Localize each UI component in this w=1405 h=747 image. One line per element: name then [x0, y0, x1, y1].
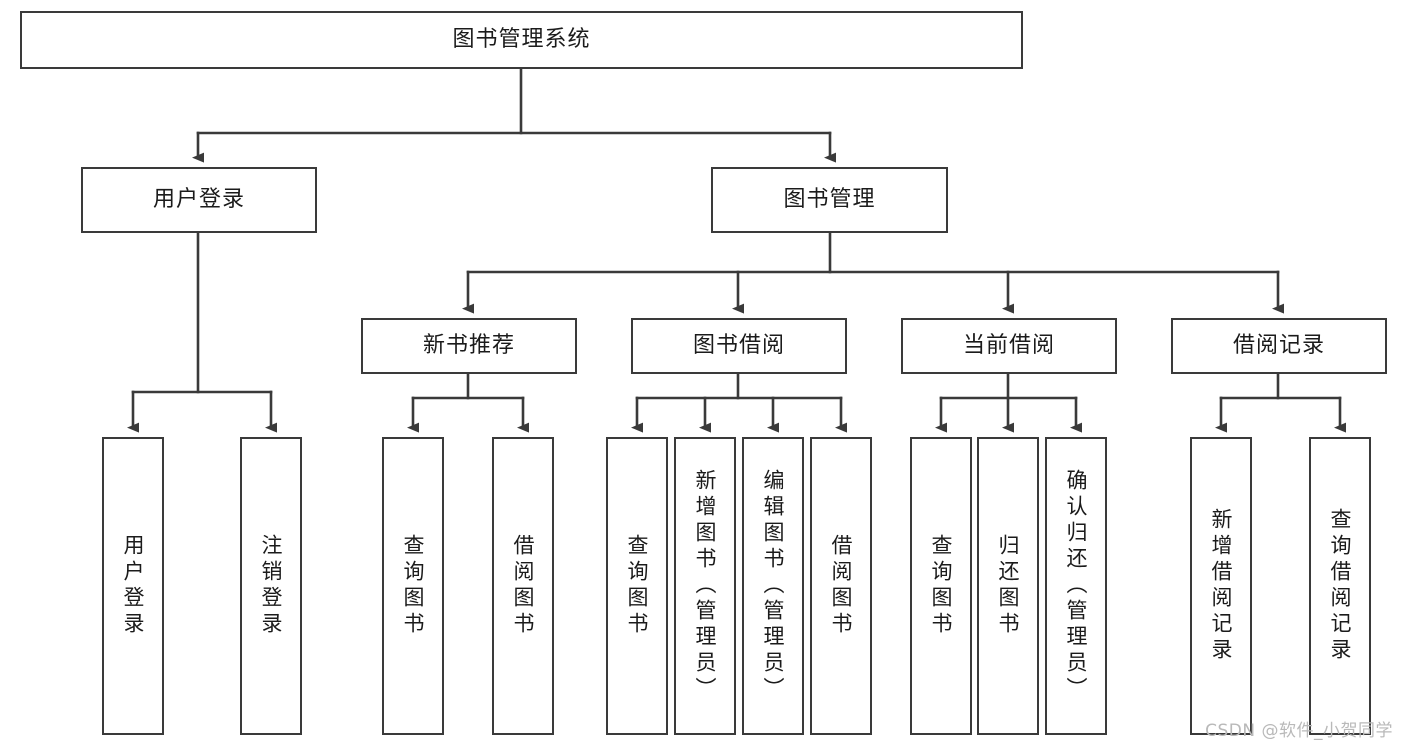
- node-book-borrow-label: 图书借阅: [692, 332, 785, 358]
- node-new-book-recommend[interactable]: 新书推荐: [361, 318, 577, 374]
- node-leaf-add-book[interactable]: 新增图书（管理员）: [674, 437, 736, 735]
- node-leaf-borrow-book-1[interactable]: 借阅图书: [492, 437, 554, 735]
- node-leaf-confirm-return[interactable]: 确认归还（管理员）: [1045, 437, 1107, 735]
- node-leaf-user-login[interactable]: 用户登录: [102, 437, 164, 735]
- node-book-borrow[interactable]: 图书借阅: [631, 318, 847, 374]
- node-book-management[interactable]: 图书管理: [711, 167, 948, 233]
- node-book-management-label: 图书管理: [783, 186, 876, 212]
- node-leaf-add-borrow-record-label: 新增借阅记录: [1209, 508, 1234, 664]
- node-leaf-query-borrow-record[interactable]: 查询借阅记录: [1309, 437, 1371, 735]
- node-leaf-query-book-2-label: 查询图书: [625, 534, 650, 638]
- node-borrow-record-label: 借阅记录: [1232, 332, 1325, 358]
- node-leaf-return-book-label: 归还图书: [996, 534, 1021, 638]
- node-leaf-query-book-3-label: 查询图书: [929, 534, 954, 638]
- watermark-text: CSDN @软件_小贺同学: [1205, 721, 1393, 741]
- node-current-borrow[interactable]: 当前借阅: [901, 318, 1117, 374]
- node-root-system[interactable]: 图书管理系统: [20, 11, 1023, 69]
- node-leaf-add-book-label: 新增图书（管理员）: [693, 469, 718, 703]
- node-leaf-query-book-3[interactable]: 查询图书: [910, 437, 972, 735]
- node-current-borrow-label: 当前借阅: [962, 332, 1055, 358]
- node-leaf-query-borrow-record-label: 查询借阅记录: [1328, 508, 1353, 664]
- node-new-book-recommend-label: 新书推荐: [422, 332, 515, 358]
- node-leaf-logout-login[interactable]: 注销登录: [240, 437, 302, 735]
- node-leaf-edit-book[interactable]: 编辑图书（管理员）: [742, 437, 804, 735]
- node-leaf-user-login-label: 用户登录: [121, 534, 146, 638]
- node-leaf-logout-login-label: 注销登录: [259, 534, 284, 638]
- node-leaf-query-book-2[interactable]: 查询图书: [606, 437, 668, 735]
- node-borrow-record[interactable]: 借阅记录: [1171, 318, 1387, 374]
- node-leaf-add-borrow-record[interactable]: 新增借阅记录: [1190, 437, 1252, 735]
- node-leaf-borrow-book-2[interactable]: 借阅图书: [810, 437, 872, 735]
- node-leaf-confirm-return-label: 确认归还（管理员）: [1064, 469, 1089, 703]
- node-leaf-edit-book-label: 编辑图书（管理员）: [761, 469, 786, 703]
- node-user-login-label: 用户登录: [152, 186, 245, 212]
- node-root-system-label: 图书管理系统: [452, 26, 591, 52]
- node-leaf-query-book-1-label: 查询图书: [401, 534, 426, 638]
- node-leaf-return-book[interactable]: 归还图书: [977, 437, 1039, 735]
- node-leaf-borrow-book-1-label: 借阅图书: [511, 534, 536, 638]
- node-leaf-borrow-book-2-label: 借阅图书: [829, 534, 854, 638]
- node-leaf-query-book-1[interactable]: 查询图书: [382, 437, 444, 735]
- node-user-login[interactable]: 用户登录: [81, 167, 317, 233]
